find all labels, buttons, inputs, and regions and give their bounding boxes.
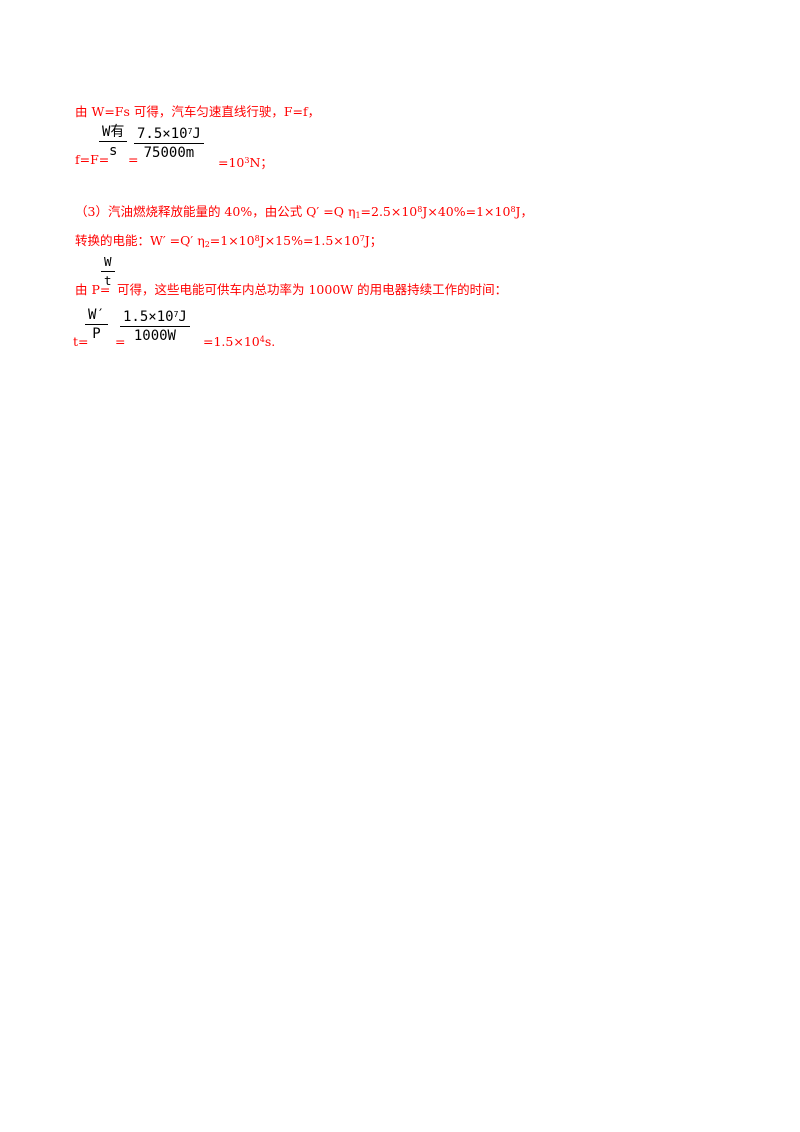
- text-line-2-prefix: f=F=: [75, 152, 110, 167]
- fraction-denominator: 1000W: [133, 328, 176, 344]
- text-line-6-result: =1.5×104s.: [203, 334, 276, 349]
- fraction-numerator: 1.5×107J: [120, 307, 190, 327]
- text-line-5-prefix: 由 P=: [75, 282, 111, 297]
- equals-sign: =: [115, 334, 126, 349]
- fraction-denominator: P: [92, 326, 101, 342]
- text-line-2-result: =103N；: [218, 155, 273, 170]
- fraction-w-prime-over-p: W′ P: [85, 307, 108, 342]
- fraction-energy-over-power: 1.5×107J 1000W: [120, 307, 190, 344]
- text-line-1: 由 W=Fs 可得，汽车匀速直线行驶，F=f，: [75, 101, 320, 120]
- fraction-numerator: 7.5×107J: [134, 124, 204, 144]
- text-line-4: 转换的电能：W′ =Q′ η2=1×108J×15%=1.5×107J；: [75, 233, 383, 249]
- line-1-text: 由 W=Fs 可得，汽车匀速直线行驶，F=f，: [75, 104, 321, 119]
- fraction-numerator: W′: [85, 307, 108, 325]
- fraction-energy-over-distance: 7.5×107J 75000m: [134, 124, 204, 161]
- equals-sign: =: [128, 152, 139, 167]
- text-line-5-suffix: 可得，这些电能可供车内总功率为 1000W 的用电器持续工作的时间：: [117, 282, 508, 297]
- fraction-denominator: 75000m: [143, 145, 195, 161]
- fraction-numerator: W有: [99, 124, 128, 142]
- fraction-denominator: s: [109, 143, 118, 159]
- fraction-numerator: W: [101, 254, 115, 272]
- fraction-denominator: t: [104, 273, 112, 288]
- fraction-w-over-s: W有 s: [99, 124, 128, 159]
- fraction-w-over-t: W t: [101, 254, 115, 289]
- text-line-3: （3）汽油燃烧释放能量的 40%，由公式 Q′ =Q η1=2.5×108J×4…: [75, 204, 534, 220]
- text-line-6-prefix: t=: [73, 334, 89, 349]
